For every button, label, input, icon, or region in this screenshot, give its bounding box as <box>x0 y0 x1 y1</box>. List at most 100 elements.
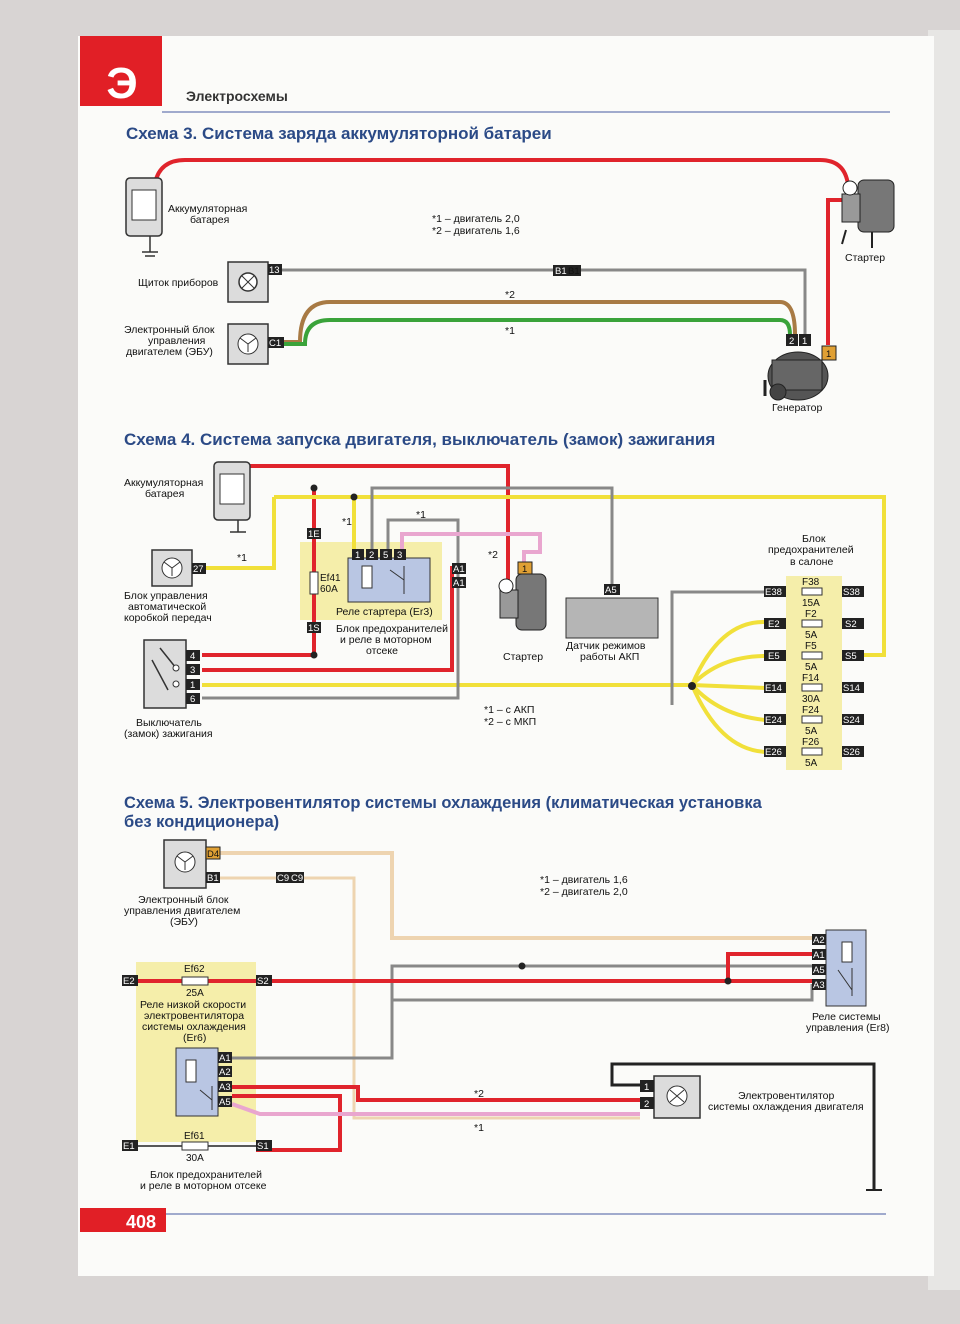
fan-label-l1: Электровентилятор <box>738 1090 834 1102</box>
fuse-left-pin: E38 <box>765 587 782 598</box>
scheme3-pin-b1: B1 <box>555 266 567 277</box>
fuse-amp: 5A <box>805 630 818 641</box>
scheme3-ecu-label-l1: Электронный блок <box>124 324 215 336</box>
akp-control-unit-symbol <box>151 549 193 587</box>
scheme4-starter-icon <box>498 573 547 631</box>
page-number-tab <box>80 1208 166 1232</box>
scheme3-ecu-label-l3: двигателем (ЭБУ) <box>126 346 213 358</box>
pin-1e: 1E <box>308 529 320 540</box>
fuse-ef62-symbol <box>181 976 209 986</box>
scheme3-grey-wire <box>282 268 807 335</box>
switch-pin: 3 <box>190 665 195 676</box>
fuse-amp: 30A <box>802 694 820 705</box>
akp-mode-sensor-symbol <box>565 597 659 639</box>
scheme3-brown-wire <box>284 300 797 344</box>
pin-a1-bottom: A1 <box>453 578 465 589</box>
starter-motor-icon <box>841 179 895 248</box>
fuse-name: F26 <box>802 737 820 748</box>
scheme5-wire-note1: *1 <box>474 1122 484 1134</box>
relay-ctrl-pin: A5 <box>813 965 825 976</box>
scheme3-green-wire <box>284 318 792 346</box>
scheme3-red-wire-starter <box>826 198 848 345</box>
scheme4-grey-wire-2 <box>370 486 614 586</box>
scheme3-starter-label: Стартер <box>845 252 885 264</box>
scheme4-yellow-fan <box>690 619 767 754</box>
relay-ctrl-pin: A2 <box>813 935 825 946</box>
pin-s2: S2 <box>257 976 269 987</box>
instrument-panel-label: Щиток приборов <box>138 277 219 289</box>
scheme5-fuse-block-label-l1: Блок предохранителей <box>150 1169 262 1181</box>
ignition-switch-pins: 4 3 1 6 <box>186 650 200 705</box>
ecu-symbol <box>227 323 269 365</box>
cabin-fuses: E38 F38 15A S38 E2 F2 5A S2 E5 F5 5A S5 … <box>764 577 864 769</box>
wire-note-2: *2 <box>488 549 498 561</box>
ecu5-pin-b1: B1 <box>207 873 219 884</box>
scheme5-fuse-block-label-l2: и реле в моторном отсеке <box>140 1180 267 1192</box>
fuse-ef41-amp: 60A <box>320 584 338 595</box>
scheme5-tan-wire <box>220 851 812 940</box>
scheme5-note1: *1 – двигатель 1,6 <box>540 874 628 886</box>
akp-label-l1: Блок управления <box>124 590 208 602</box>
scheme5-black-wire <box>610 1062 876 1190</box>
fuse-amp: 15A <box>802 598 820 609</box>
scheme3-red-wire <box>153 158 850 186</box>
chapter-letter: Э <box>106 59 137 108</box>
scheme3-pin-c1: C1 <box>269 338 281 349</box>
scheme5-grey-wire-low <box>232 984 814 1060</box>
sensor-label-l2: работы АКП <box>580 651 639 663</box>
akp-pin-27: 27 <box>193 564 204 575</box>
scheme5-red-wire-low <box>232 1094 342 1152</box>
fuse-name: F24 <box>802 705 820 716</box>
generator-pin-2: 2 <box>789 336 794 347</box>
sensor-pin-a5: A5 <box>605 585 617 596</box>
wire-note-1a: *1 <box>342 516 352 528</box>
relay-low-label-l1: Реле низкой скорости <box>140 999 246 1011</box>
scheme4-note1: *1 – с АКП <box>484 704 534 716</box>
control-relay-pins: A2 A1 A5 A3 <box>812 934 826 991</box>
fuse-right-pin: S26 <box>843 747 860 758</box>
pin-e1: E1 <box>123 1141 135 1152</box>
scheme5-pink-wire-top <box>220 876 640 1120</box>
fan-pin-1: 1 <box>644 1082 649 1093</box>
relay-pin: 5 <box>383 550 388 561</box>
cooling-fan-motor-icon <box>653 1075 701 1119</box>
fuse-right-pin: S2 <box>845 619 857 630</box>
akp-label-l3: коробкой передач <box>124 612 212 624</box>
relay-low-label-l2: электровентилятора <box>144 1010 244 1022</box>
fuse-right-pin: S5 <box>845 651 857 662</box>
scheme4-starter-pin-1: 1 <box>522 564 527 575</box>
wire-note-1b: *1 <box>416 509 426 521</box>
ignition-switch-symbol <box>143 639 187 709</box>
fuse-amp: 5A <box>805 662 818 673</box>
chapter-tab <box>80 36 162 106</box>
scheme4-grey-wire-1 <box>202 518 460 700</box>
generator-pin-1b: 1 <box>826 349 831 360</box>
scheme4-fuse-block-label-l2: и реле в моторном <box>340 634 432 646</box>
ecu5-pin-d4: D4 <box>207 849 219 860</box>
scheme5-wire-note2: *2 <box>474 1088 484 1100</box>
fuse-name: F5 <box>805 641 817 652</box>
scheme4-note2: *2 – с МКП <box>484 716 536 728</box>
cabin-block-label-l1: Блок <box>802 533 826 545</box>
wire-note-1c: *1 <box>237 552 247 564</box>
scheme3-pin-13: 13 <box>269 265 280 276</box>
starter-relay-label: Реле стартера (Er3) <box>336 606 433 618</box>
generator-icon <box>763 351 829 401</box>
pin-1s: 1S <box>308 623 320 634</box>
switch-pin: 1 <box>190 680 195 691</box>
fuse-left-pin: E5 <box>768 651 780 662</box>
scheme4-red-wire-battery <box>248 464 510 588</box>
fuse-right-pin: S24 <box>843 715 860 726</box>
scheme4-pink-wire <box>400 532 542 566</box>
cabin-block-label-l3: в салоне <box>790 556 833 568</box>
fuse-name: F38 <box>802 577 820 588</box>
scheme5-title-l2: без кондиционера) <box>124 813 279 831</box>
relay-ctrl-pin: A1 <box>813 950 825 961</box>
fuse-ef61-label: Ef61 <box>184 1131 205 1142</box>
scheme3-wire-note2: *2 <box>505 289 515 301</box>
fan-pin-2: 2 <box>644 1099 649 1110</box>
scheme3-note2: *2 – двигатель 1,6 <box>432 225 520 237</box>
scheme5-title-l1: Схема 5. Электровентилятор системы охлаж… <box>124 794 763 812</box>
relay-low-pin: A3 <box>219 1082 231 1093</box>
relay-low-pin: A5 <box>219 1097 231 1108</box>
